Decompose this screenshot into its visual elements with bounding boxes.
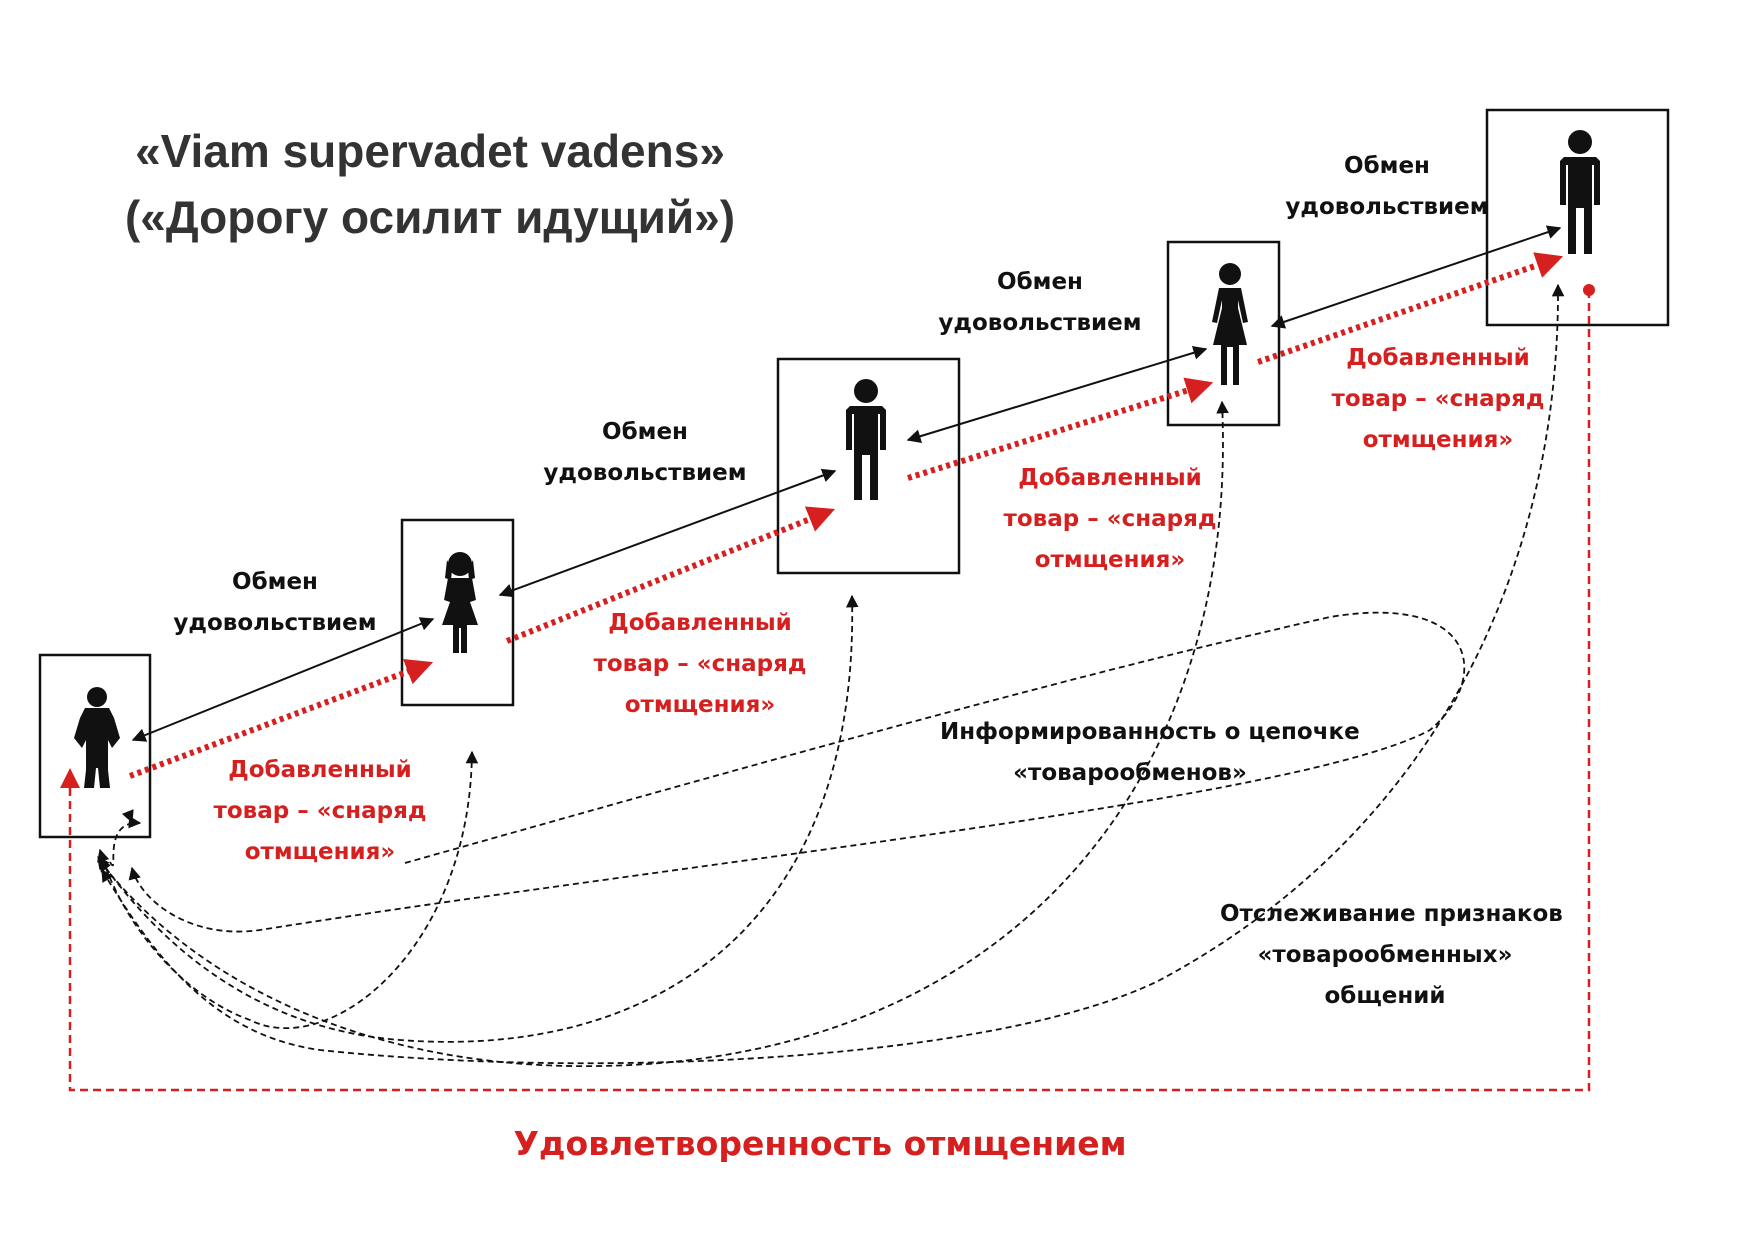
exchange-arrow-4 — [1270, 225, 1562, 329]
tracking-arrow-1 — [109, 815, 142, 867]
title-line-1: «Viam supervadet vadens» — [135, 125, 725, 177]
awareness-label: Информированность о цепочке «товарообмен… — [940, 719, 1360, 786]
woman-icon — [1212, 263, 1248, 385]
added-goods-label-3: Добавленный товар – «снаряд отмщения» — [1003, 465, 1217, 573]
exchange-arrow-3 — [906, 345, 1208, 444]
added-goods-arrow-4 — [1257, 252, 1564, 365]
boy-icon — [74, 687, 120, 788]
added-goods-label-4: Добавленный товар – «снаряд отмщения» — [1331, 345, 1545, 453]
tracking-arrow-3 — [97, 594, 859, 1043]
satisfaction-label: Удовлетворенность отмщением — [513, 1124, 1127, 1163]
girl-icon — [442, 552, 478, 653]
awareness-arrow-head — [121, 809, 134, 824]
diagram-title: «Viam supervadet vadens» («Дорогу осилит… — [90, 118, 770, 250]
exchange-label-2: Обмен удовольствием — [543, 419, 747, 486]
man-icon — [1560, 130, 1600, 254]
tracking-arrow-2 — [97, 750, 479, 1030]
tracking-label: Отслеживание признаков «товарообменных» … — [1220, 901, 1563, 1009]
added-goods-label-1: Добавленный товар – «снаряд отмщения» — [213, 757, 427, 865]
exchange-label-1: Обмен удовольствием — [173, 569, 377, 636]
exchange-label-3: Обмен удовольствием — [938, 269, 1142, 336]
title-line-2: («Дорогу осилит идущий») — [124, 191, 736, 243]
exchange-label-4: Обмен удовольствием — [1285, 153, 1489, 220]
added-goods-arrows — [128, 252, 1564, 779]
exchange-arrows — [131, 225, 1562, 742]
man-icon — [846, 379, 886, 500]
added-goods-label-2: Добавленный товар – «снаряд отмщения» — [593, 610, 807, 718]
